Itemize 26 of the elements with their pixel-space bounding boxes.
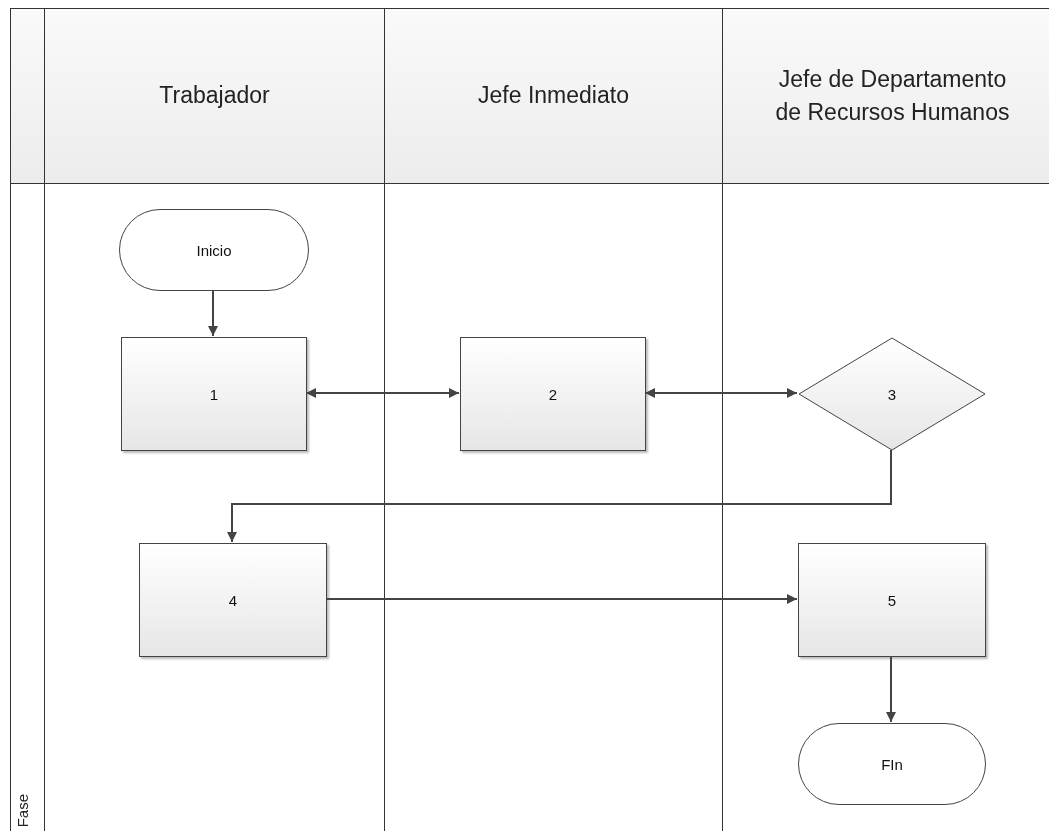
phase-label: Fase (14, 793, 31, 827)
process-box (121, 337, 307, 451)
shape-label: 5 (887, 591, 897, 609)
decision-diamond (798, 337, 986, 451)
process-box (798, 543, 986, 657)
shape-label: FIn (881, 755, 903, 773)
lane-title: Jefe de Departamento de Recursos Humanos (774, 64, 1011, 127)
arrow (325, 594, 798, 604)
arrow (227, 449, 892, 543)
swimlane (722, 8, 1049, 831)
lane-title: Trabajador (159, 81, 270, 111)
shape-label: 1 (209, 385, 219, 403)
arrow (644, 388, 798, 398)
shape-label: Inicio (196, 241, 232, 259)
shape-label: 2 (548, 385, 558, 403)
phase-band (10, 8, 44, 831)
process-box (460, 337, 646, 451)
arrow (208, 289, 218, 337)
lane-title: Jefe Inmediato (478, 81, 629, 111)
process-box (139, 543, 327, 657)
swimlane (384, 8, 722, 831)
shape-label: 4 (228, 591, 238, 609)
shape-label: 3 (887, 385, 897, 403)
arrow (305, 388, 460, 398)
arrow (886, 655, 896, 723)
swimlane (44, 8, 384, 831)
